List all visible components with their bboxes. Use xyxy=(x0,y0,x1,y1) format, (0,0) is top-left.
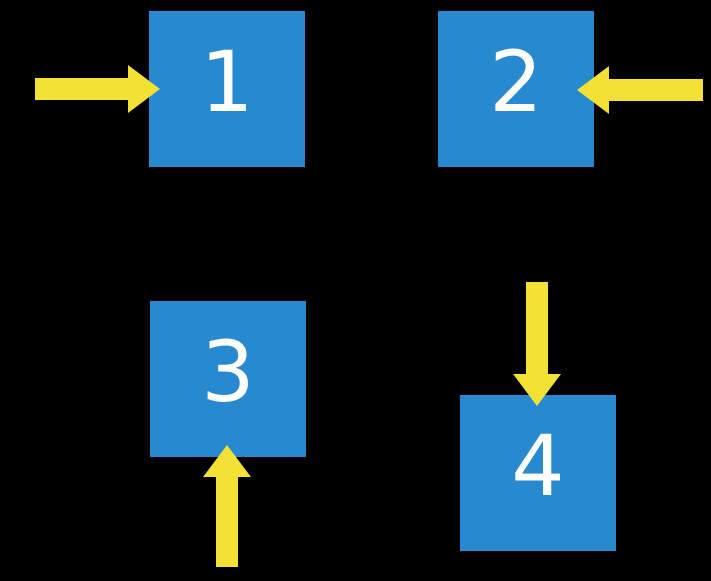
left-arrow-shaft xyxy=(609,79,703,101)
up-arrow-icon xyxy=(203,445,251,567)
up-arrow-shaft xyxy=(216,477,238,567)
left-arrow-head xyxy=(577,66,609,114)
box-3-label: 3 xyxy=(201,323,255,421)
numbered-box-3: 3 xyxy=(150,301,306,457)
numbered-box-4: 4 xyxy=(460,395,616,551)
right-arrow-head xyxy=(128,65,160,113)
down-arrow-head xyxy=(513,374,561,406)
numbered-box-2: 2 xyxy=(438,11,594,167)
down-arrow-shaft xyxy=(526,282,548,374)
box-1-label: 1 xyxy=(200,33,254,131)
down-arrow-icon xyxy=(513,282,561,406)
box-2-label: 2 xyxy=(489,33,543,131)
left-arrow-icon xyxy=(577,66,703,114)
box-4-label: 4 xyxy=(511,417,565,515)
right-arrow-shaft xyxy=(35,78,129,100)
right-arrow-icon xyxy=(35,65,160,113)
up-arrow-head xyxy=(203,445,251,477)
numbered-box-1: 1 xyxy=(149,11,305,167)
